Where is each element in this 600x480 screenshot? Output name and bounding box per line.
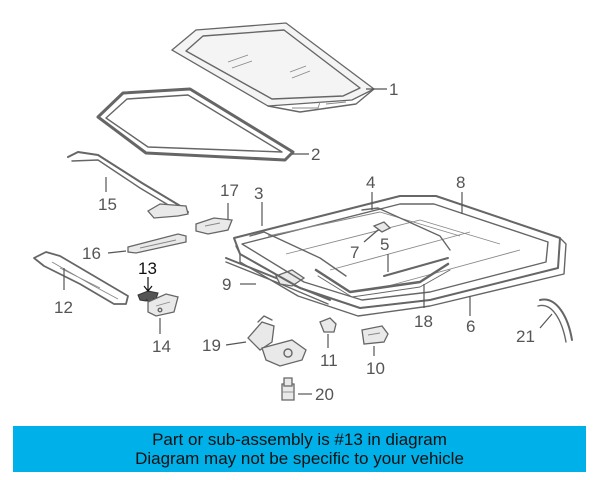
info-banner: Part or sub-assembly is #13 in diagram D…	[13, 426, 586, 472]
part-6-roof-frame	[233, 195, 567, 317]
callout-4: 4	[366, 173, 375, 192]
callout-19: 19	[202, 336, 221, 355]
leader-7	[363, 229, 379, 243]
leader-19	[225, 341, 247, 346]
callout-8: 8	[456, 173, 465, 192]
part-1-glass-panel	[170, 22, 376, 113]
callout-15: 15	[98, 195, 117, 214]
callout-16: 16	[82, 244, 101, 263]
callout-14: 14	[152, 337, 171, 356]
part-19-motor	[247, 315, 307, 367]
part-12-side-rail	[33, 251, 129, 305]
parts-diagram: 1 2 15 17 16 12 13	[33, 22, 573, 404]
part-15-wind-deflector	[67, 151, 189, 219]
callout-2: 2	[311, 145, 320, 164]
leader-13	[143, 277, 153, 292]
callout-12: 12	[54, 298, 73, 317]
banner-line-1: Part or sub-assembly is #13 in diagram	[152, 430, 447, 449]
callout-21: 21	[516, 327, 535, 346]
callout-13: 13	[138, 259, 157, 278]
callout-1: 1	[389, 80, 398, 99]
banner-line-2: Diagram may not be specific to your vehi…	[135, 449, 464, 468]
callout-9: 9	[222, 275, 231, 294]
callout-6: 6	[466, 317, 475, 336]
part-7-guide	[372, 221, 392, 233]
callout-10: 10	[366, 359, 385, 378]
part-14-bracket-block	[147, 293, 179, 317]
part-17-bracket	[195, 217, 233, 235]
leader-16	[107, 250, 127, 254]
part-11-cap	[319, 317, 337, 333]
callout-18: 18	[414, 312, 433, 331]
part-9-cable	[225, 257, 331, 305]
leader-21	[539, 313, 553, 329]
callout-11: 11	[320, 351, 338, 370]
part-21-trim	[537, 298, 573, 343]
part-10-switch	[361, 325, 389, 345]
callout-7: 7	[350, 243, 359, 262]
part-2-seal-frame	[96, 87, 295, 162]
part-18-drain-seal	[314, 262, 451, 298]
callout-5: 5	[380, 235, 389, 254]
callout-17: 17	[220, 181, 239, 200]
part-16-guide-rail	[127, 233, 187, 254]
part-20-knob	[281, 377, 295, 401]
part-5-rail	[383, 257, 449, 277]
callout-20: 20	[315, 385, 334, 404]
callout-3: 3	[254, 184, 263, 203]
